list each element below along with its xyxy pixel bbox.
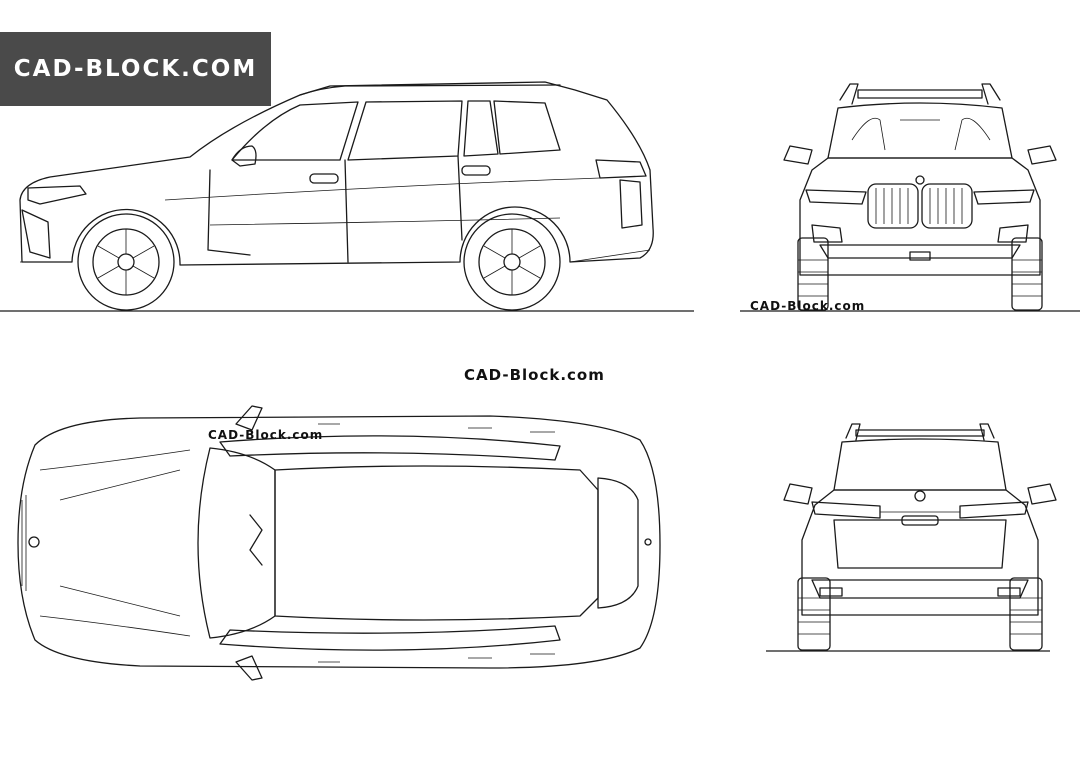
side-view-front-wheel [77,213,175,311]
front-view-seats [851,117,991,151]
side-view-front-handle [309,173,339,184]
rear-view-right-mirror [1027,483,1057,505]
side-view-sill-lines [20,249,651,263]
side-view-middle-window [347,100,463,161]
side-view-character-line [164,177,601,201]
front-view [740,83,1080,312]
top-view-roof [274,465,599,621]
top-view-rear-window [597,477,639,609]
rear-view-tire-treads [798,597,1042,635]
side-view-mirror [231,145,257,167]
rear-view-right-tire [1009,577,1043,651]
front-view-tire-treads [798,259,1042,297]
watermark-top-view: CAD-Block.com [208,428,324,442]
rear-view-rear-window [833,438,1007,491]
front-view-left-kidney-grille [867,183,919,229]
side-view-rear-door-edge [457,155,463,241]
top-view-body-outline [17,415,661,669]
side-view-rear-window [493,100,561,155]
front-view-roof [857,89,983,99]
top-view-lower-roof-rail [219,625,561,651]
front-view-left-tire [797,237,829,311]
top-view-mirror-cutout [249,514,263,566]
side-view-roof-rail [299,84,561,96]
front-view-right-kidney-grille [921,183,973,229]
side-view-tail-light [595,159,647,179]
front-view-right-mirror [1027,145,1057,165]
rear-view-tailgate [833,519,1007,569]
side-view-headlight [27,185,87,205]
top-view-logo-icon [28,536,40,548]
front-view-right-roof-rail [981,83,1001,105]
front-view-left-roof-rail [839,83,859,105]
front-view-logo-icon [915,175,925,185]
brand-banner-text: CAD-BLOCK.COM [13,56,258,82]
side-view [0,81,694,312]
rear-view-bumper [811,579,1029,599]
rear-view-reflectors [819,587,1021,597]
watermark-front-view: CAD-Block.com [750,299,866,313]
side-view-front-door-edge [207,169,251,256]
front-view-body [799,157,1041,276]
watermark-center: CAD-Block.com [464,366,605,384]
side-view-front-intake [21,209,51,259]
top-view-upper-mirror [235,405,263,431]
front-view-plate-sensor [909,251,931,261]
side-view-door-split [344,159,349,263]
top-view-rear-logo-icon [644,538,652,546]
side-view-body-outline [19,81,654,266]
side-view-lower-line [209,217,561,226]
side-view-quarter-pillar [463,100,499,157]
brand-banner: CAD-BLOCK.COM [0,32,271,106]
rear-view-roof-rails [845,423,995,441]
side-view-rear-panel [619,179,643,229]
front-view-right-headlight [973,189,1035,205]
front-view-fog-lights [811,224,1029,243]
rear-view-logo-icon [914,490,926,502]
front-view-left-headlight [805,189,867,205]
top-view [17,405,661,681]
rear-view-left-tire [797,577,831,651]
top-view-front-bumper [21,495,27,591]
rear-view-left-tail-light [811,501,881,519]
top-view-upper-roof-rail [219,435,561,461]
side-view-rear-handle [461,165,491,176]
rear-view-body [801,489,1039,616]
top-view-hood-lines [39,449,191,637]
side-view-rear-wheel [463,213,561,311]
rear-view-roof [855,429,985,437]
rear-view-left-mirror [783,483,813,505]
side-view-front-window [231,101,359,161]
rear-view [766,423,1057,652]
front-view-grille-bars [875,188,963,224]
front-view-right-tire [1011,237,1043,311]
top-view-windshield [197,447,276,639]
top-view-lower-mirror [235,655,263,681]
rear-view-right-tail-light [959,501,1029,519]
top-view-door-handles [318,423,555,663]
front-view-left-mirror [783,145,813,165]
front-view-windshield [827,102,1013,159]
